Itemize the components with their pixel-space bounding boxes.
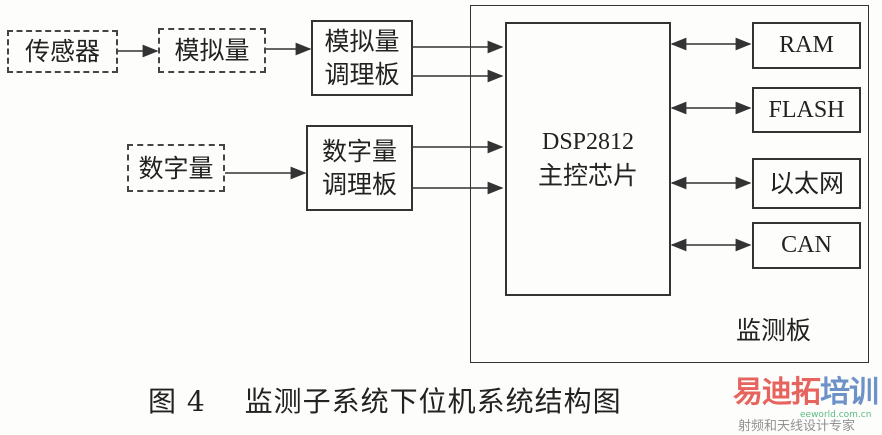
ethernet-box: 以太网 — [752, 158, 861, 209]
figure-caption: 图 4 监测子系统下位机系统结构图 — [148, 385, 622, 418]
digital-conditioning-board: 数字量 调理板 — [306, 125, 413, 211]
ram-box: RAM — [752, 22, 861, 69]
watermark-site: eeworld.com.cn — [800, 410, 872, 420]
analog-board-line-1: 模拟量 — [324, 27, 400, 56]
monitor-board-label: 监测板 — [736, 316, 812, 345]
analog-board-line-2: 调理板 — [324, 60, 400, 89]
dsp-main-chip: DSP2812 主控芯片 — [505, 22, 671, 296]
digital-board-line-1: 数字量 — [321, 137, 397, 166]
analog-signal-box: 模拟量 — [158, 28, 266, 73]
chip-role: 主控芯片 — [537, 161, 638, 190]
watermark-logo: 易迪拓培训 — [733, 375, 879, 410]
analog-conditioning-board: 模拟量 调理板 — [311, 20, 413, 96]
can-box: CAN — [752, 222, 861, 269]
chip-model: DSP2812 — [541, 129, 635, 155]
digital-signal-box: 数字量 — [127, 144, 225, 192]
flash-box: FLASH — [752, 87, 861, 133]
sensor-box: 传感器 — [7, 30, 118, 73]
monitor-board-container — [470, 5, 869, 363]
watermark-slogan: 射频和天线设计专家 — [738, 419, 856, 434]
digital-board-line-2: 调理板 — [321, 170, 397, 199]
